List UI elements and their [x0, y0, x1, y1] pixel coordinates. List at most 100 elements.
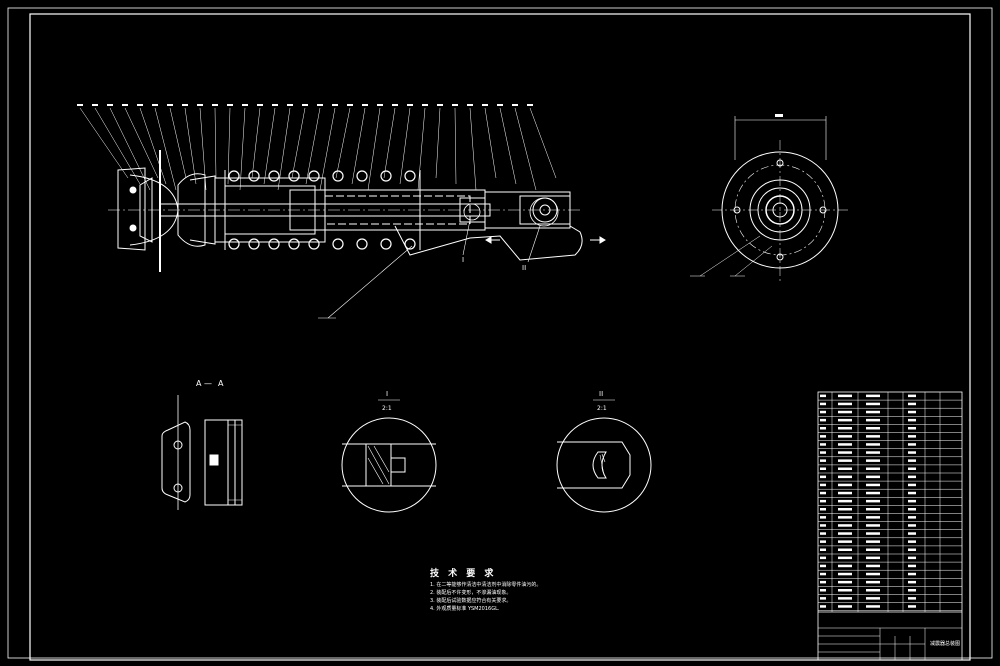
leader-line: [514, 107, 537, 191]
parts-cell-mark: [866, 499, 880, 503]
parts-cell-mark: [866, 475, 880, 479]
callout-i: I: [462, 256, 464, 264]
leader-line: [199, 107, 207, 191]
leader-balloon: [212, 104, 218, 106]
leader-line: [124, 107, 159, 179]
parts-cell-mark: [838, 427, 852, 430]
part-leaders: [77, 104, 557, 191]
leader-line: [139, 107, 167, 185]
parts-cell-mark: [866, 483, 880, 487]
leader-balloon: [452, 104, 458, 106]
leader-balloon: [137, 104, 143, 106]
parts-cell-mark: [866, 589, 880, 592]
drawing-name: 减震器总装图: [930, 641, 961, 647]
parts-cell-mark: [866, 605, 880, 608]
section-aa: [161, 395, 243, 510]
leader-balloon: [317, 104, 323, 106]
parts-cell-mark: [820, 540, 826, 543]
parts-cell-mark: [908, 435, 916, 438]
parts-cell-mark: [908, 548, 916, 551]
leader-balloon: [437, 104, 443, 106]
parts-cell-mark: [908, 605, 916, 608]
leader-line: [169, 107, 187, 179]
leader-line: [319, 107, 336, 191]
technical-requirements: 技 术 要 求 1. 在二等能够作清洁中清洁剂中消除零件油污的。 2. 装配后不…: [430, 566, 630, 613]
parts-cell-mark: [820, 443, 826, 446]
aa-right-label: A: [218, 379, 224, 388]
parts-cell-mark: [908, 483, 916, 487]
parts-cell-mark: [820, 418, 826, 422]
parts-cell-mark: [908, 451, 916, 454]
parts-cell-mark: [838, 443, 852, 446]
leader-line: [351, 107, 366, 185]
parts-cell-mark: [866, 580, 880, 584]
parts-cell-mark: [838, 491, 852, 495]
parts-cell-mark: [838, 435, 852, 438]
parts-cell-mark: [838, 418, 852, 422]
leader-balloon: [377, 104, 383, 106]
leader-balloon: [242, 104, 248, 106]
leader-line: [335, 107, 351, 179]
parts-cell-mark: [866, 564, 880, 568]
leader-line: [239, 107, 246, 191]
parts-cell-mark: [820, 548, 826, 551]
parts-cell-mark: [908, 491, 916, 495]
parts-cell-mark: [838, 516, 852, 519]
leader-line: [399, 107, 411, 185]
parts-cell-mark: [908, 499, 916, 503]
parts-cell-mark: [908, 508, 916, 511]
parts-cell-mark: [908, 572, 916, 576]
parts-cell-mark: [908, 556, 916, 560]
parts-cell-mark: [820, 483, 826, 487]
leader-balloon: [197, 104, 203, 106]
parts-cell-mark: [820, 597, 826, 600]
leader-line: [109, 107, 151, 191]
leader-line: [499, 107, 517, 185]
parts-cell-mark: [866, 556, 880, 560]
parts-cell-mark: [820, 394, 826, 398]
leader-balloon: [227, 104, 233, 106]
parts-cell-mark: [838, 451, 852, 454]
parts-cell-mark: [866, 443, 880, 446]
parts-cell-mark: [866, 427, 880, 430]
parts-cell-mark: [866, 435, 880, 438]
parts-cell-mark: [866, 467, 880, 470]
parts-cell-mark: [838, 589, 852, 592]
parts-cell-mark: [820, 491, 826, 495]
parts-cell-mark: [838, 402, 852, 406]
parts-cell-mark: [908, 540, 916, 543]
leader-balloon: [92, 104, 98, 106]
requirement-1: 1. 在二等能够作清洁中清洁剂中消除零件油污的。: [430, 582, 542, 588]
parts-cell-mark: [908, 589, 916, 592]
parts-cell-mark: [908, 418, 916, 422]
parts-cell-mark: [866, 394, 880, 398]
leader-line: [154, 107, 177, 191]
parts-cell-mark: [838, 483, 852, 487]
leader-line: [184, 107, 197, 185]
parts-cell-mark: [908, 443, 916, 446]
parts-cell-mark: [838, 556, 852, 560]
leader-line: [417, 107, 426, 191]
parts-cell-mark: [820, 459, 826, 462]
parts-cell-mark: [820, 427, 826, 430]
leader-line: [367, 107, 381, 191]
leader-balloon: [107, 104, 113, 106]
detail2-number: II: [599, 390, 603, 398]
detail1-scale: 2:1: [382, 405, 392, 412]
parts-cell-mark: [908, 524, 916, 527]
leader-line: [263, 107, 276, 185]
parts-cell-mark: [820, 556, 826, 560]
leader-line: [251, 107, 261, 179]
parts-cell-mark: [866, 410, 880, 414]
leader-balloon: [257, 104, 263, 106]
parts-cell-mark: [820, 589, 826, 592]
parts-cell-mark: [820, 410, 826, 414]
leader-line: [484, 107, 497, 179]
leader-balloon: [527, 104, 533, 106]
leader-balloon: [167, 104, 173, 106]
leader-balloon: [422, 104, 428, 106]
parts-cell-mark: [820, 402, 826, 406]
leader-line: [529, 107, 557, 179]
leader-balloon: [302, 104, 308, 106]
